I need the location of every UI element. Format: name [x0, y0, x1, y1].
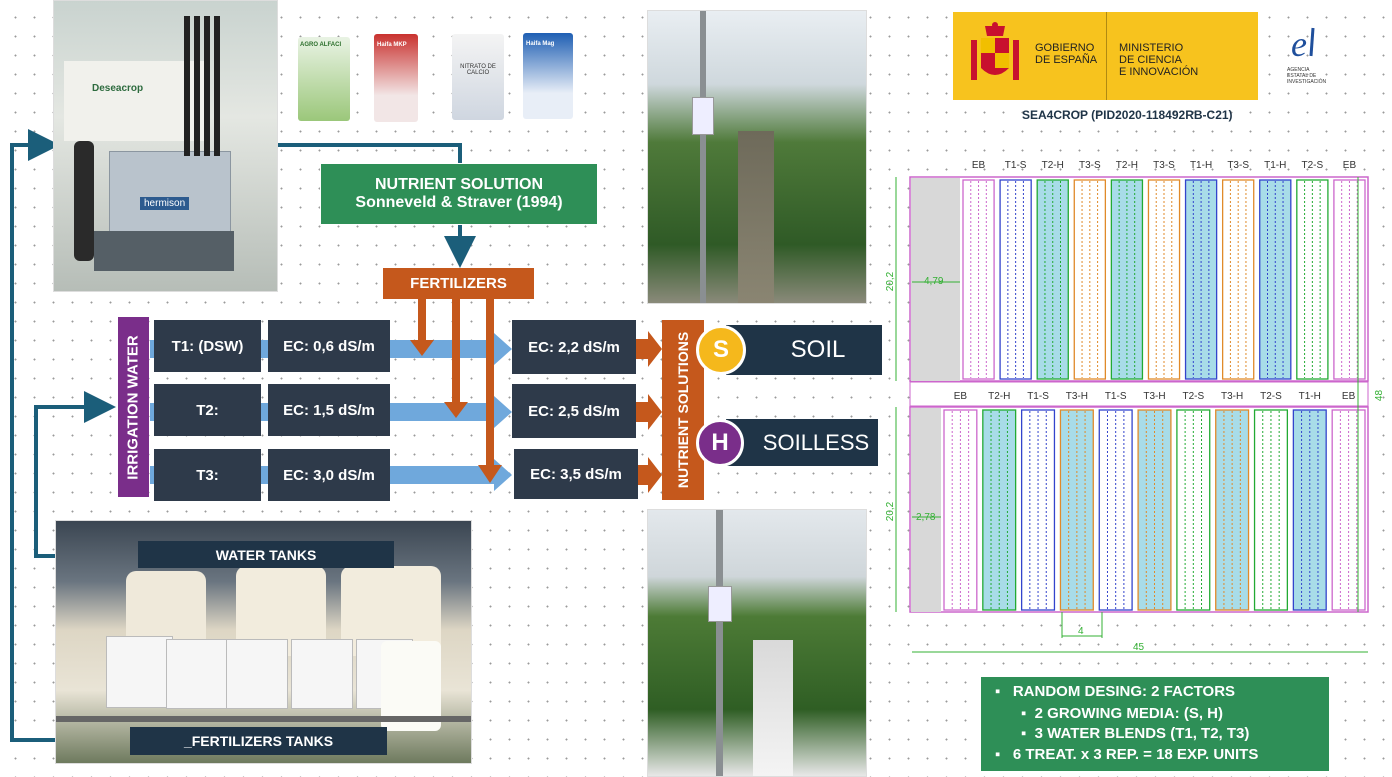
treatment-t2-ec-out: EC: 2,5 dS/m	[512, 384, 636, 438]
plot-label: T3-H	[1218, 391, 1246, 402]
treatment-t3-ec-in: EC: 3,0 dS/m	[268, 449, 390, 501]
plot-label: EB	[1335, 391, 1363, 402]
plot-dim-bottom: 20,2	[885, 502, 896, 521]
treatment-t2-ec-in: EC: 1,5 dS/m	[268, 384, 390, 436]
plot-label: T3-H	[1141, 391, 1169, 402]
treatment-t2-name: T2:	[154, 384, 261, 436]
government-logo: GOBIERNO DE ESPAÑA MINISTERIO DE CIENCIA…	[953, 12, 1258, 100]
soil-s-badge: S	[696, 325, 746, 375]
greenhouse-soil-photo	[647, 10, 867, 304]
plot-dim-width: 45	[1133, 642, 1144, 653]
plot-label: T1-S	[1024, 391, 1052, 402]
plot-dim-w-top: 4,79	[924, 276, 943, 287]
plot-label: T2-S	[1179, 391, 1207, 402]
plot-label: T3-H	[1063, 391, 1091, 402]
experimental-plot	[880, 152, 1390, 662]
irrigation-water-label: IRRIGATION WATER	[118, 317, 149, 497]
aei-logo: e AGENCIA ESTATAL DE INVESTIGACIÓN	[1287, 22, 1329, 102]
project-code: SEA4CROP (PID2020-118492RB-C21)	[1022, 108, 1233, 122]
gov-line2: DE ESPAÑA	[1035, 54, 1097, 66]
plot-label: EB	[1335, 160, 1363, 171]
plot-dim-top: 20,2	[885, 272, 896, 291]
gov-line1: GOBIERNO	[1035, 42, 1097, 54]
treatment-t3-ec-out: EC: 3,5 dS/m	[514, 449, 638, 499]
soilless-box: SOILLESS	[726, 419, 878, 466]
legend-item-1: ▪ RANDOM DESING: 2 FACTORS	[995, 683, 1235, 700]
treatment-t1-name: T1: (DSW)	[154, 320, 261, 372]
treatment-t1-ec-in: EC: 0,6 dS/m	[268, 320, 390, 372]
legend-item-3: ▪ 3 WATER BLENDS (T1, T2, T3)	[1021, 725, 1249, 742]
plot-label: T3-S	[1076, 160, 1104, 171]
plot-label: T1-H	[1296, 391, 1324, 402]
plot-label: T3-S	[1224, 160, 1252, 171]
plot-dim-bed: 4	[1078, 626, 1084, 637]
plot-label: EB	[946, 391, 974, 402]
plot-label: T1-H	[1261, 160, 1289, 171]
legend-item-2: ▪ 2 GROWING MEDIA: (S, H)	[1021, 705, 1223, 722]
plot-label: T1-H	[1187, 160, 1215, 171]
treatment-t1-ec-out: EC: 2,2 dS/m	[512, 320, 636, 374]
soil-box: SOIL	[726, 325, 882, 375]
plot-label: T1-S	[1002, 160, 1030, 171]
plot-label: T1-S	[1102, 391, 1130, 402]
greenhouse-soilless-photo	[647, 509, 867, 777]
soilless-h-badge: H	[696, 419, 744, 467]
ministry-line1: MINISTERIO	[1119, 42, 1198, 54]
aei-label: AGENCIA ESTATAL DE INVESTIGACIÓN	[1287, 67, 1321, 85]
legend-item-4: ▪ 6 TREAT. x 3 REP. = 18 EXP. UNITS	[995, 746, 1258, 763]
plot-label: T3-S	[1150, 160, 1178, 171]
plot-label: T2-S	[1298, 160, 1326, 171]
treatment-t3-name: T3:	[154, 449, 261, 501]
plot-label: EB	[965, 160, 993, 171]
plot-label: T2-H	[985, 391, 1013, 402]
plot-dim-w-bottom: 2,78	[916, 512, 935, 523]
fertilizers-tanks-label: _FERTILIZERS TANKS	[130, 727, 387, 755]
ministry-line2: DE CIENCIA	[1119, 54, 1198, 66]
plot-dim-total: 48	[1374, 390, 1385, 401]
ministry-line3: E INNOVACIÓN	[1119, 66, 1198, 78]
plot-label: T2-S	[1257, 391, 1285, 402]
water-tanks-label: WATER TANKS	[138, 541, 394, 568]
svg-text:e: e	[1291, 24, 1307, 62]
coat-of-arms-icon	[967, 22, 1023, 90]
plot-label: T2-H	[1113, 160, 1141, 171]
design-legend: ▪ RANDOM DESING: 2 FACTORS ▪ 2 GROWING M…	[981, 677, 1329, 771]
aei-icon: e	[1287, 22, 1329, 62]
plot-label: T2-H	[1039, 160, 1067, 171]
